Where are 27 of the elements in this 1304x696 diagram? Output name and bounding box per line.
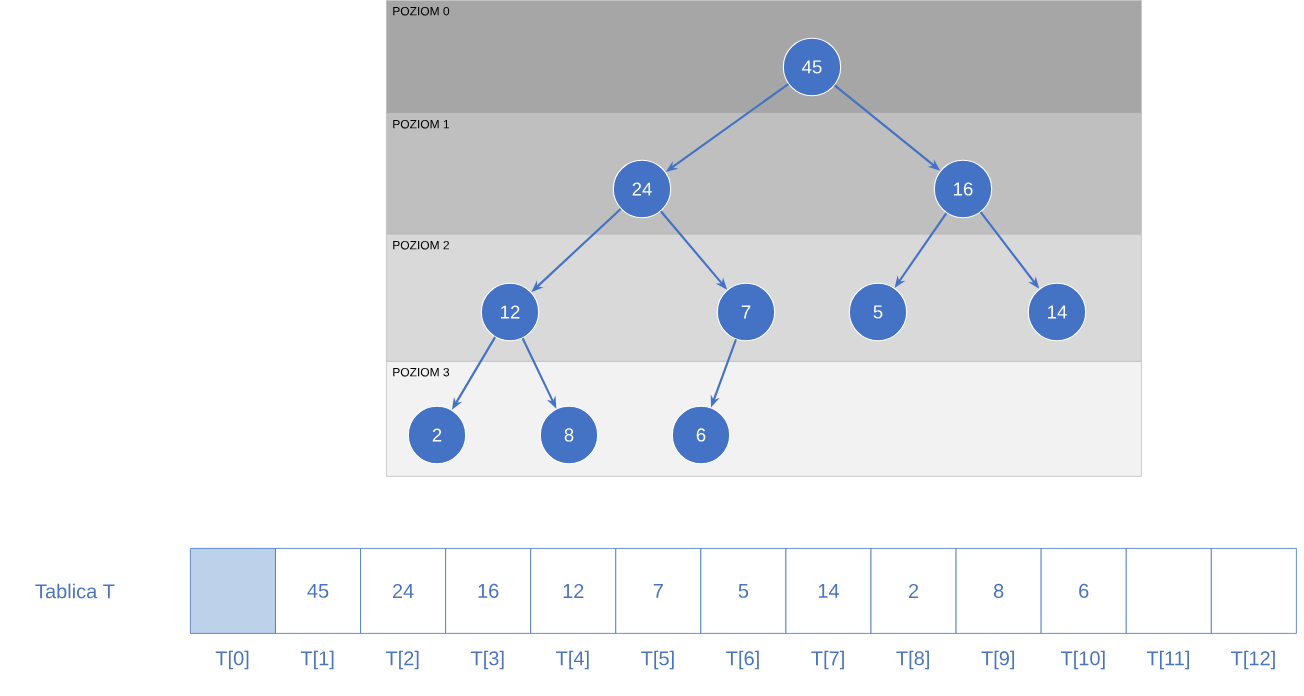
array-cell <box>1210 548 1297 634</box>
array-cell: 14 <box>785 548 872 634</box>
array-cell: 24 <box>360 548 447 634</box>
index-label: T[1] <box>300 650 334 670</box>
array-cell: 16 <box>445 548 532 634</box>
array-cell: 12 <box>530 548 617 634</box>
index-label: T[2] <box>385 650 419 670</box>
index-label: T[5] <box>641 650 674 670</box>
index-label: T[6] <box>726 650 759 670</box>
index-label: T[0] <box>215 650 249 670</box>
array-cell: 7 <box>615 548 702 634</box>
index-label: T[7] <box>811 650 844 670</box>
index-label: T[11] <box>1146 650 1189 670</box>
index-label: T[8] <box>896 650 929 670</box>
array-cell: 8 <box>955 548 1042 634</box>
index-label: T[12] <box>1231 650 1275 670</box>
array-cell: 2 <box>870 548 957 634</box>
index-label: T[4] <box>556 650 589 670</box>
array-cell <box>1125 548 1212 634</box>
array-cell: 45 <box>275 548 361 634</box>
index-label: T[3] <box>471 650 504 670</box>
array-cell: 6 <box>1040 548 1127 634</box>
array-cell: 5 <box>700 548 787 634</box>
array-title: Tablica T <box>35 583 115 599</box>
array-cell <box>190 548 276 634</box>
index-label: T[9] <box>981 650 1014 670</box>
index-label: T[10] <box>1060 650 1105 670</box>
